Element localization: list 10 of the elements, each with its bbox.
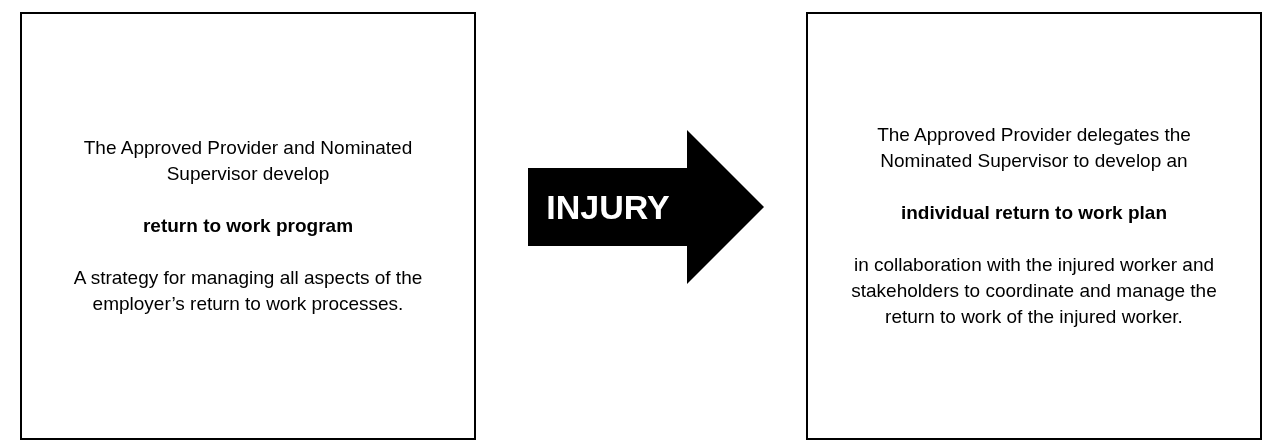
box-text: A strategy for managing all aspects of the employer’s return to work processes.: [72, 266, 424, 316]
box-heading: individual return to work plan: [901, 201, 1167, 225]
arrow-label: INJURY: [545, 186, 671, 228]
box-text: The Approved Provider and Nominated Supervisor develop: [82, 136, 414, 186]
text-box: [806, 12, 1262, 440]
box-text: The Approved Provider delegates the Nominated Supervisor to develop an: [876, 123, 1192, 173]
box-text: in collaboration with the injured worker and stakeholders to coordinate and manage the return to work of the injured worker.: [850, 253, 1218, 329]
block-arrow: [528, 130, 764, 284]
box-heading: return to work program: [142, 214, 354, 238]
text-box: [20, 12, 476, 440]
